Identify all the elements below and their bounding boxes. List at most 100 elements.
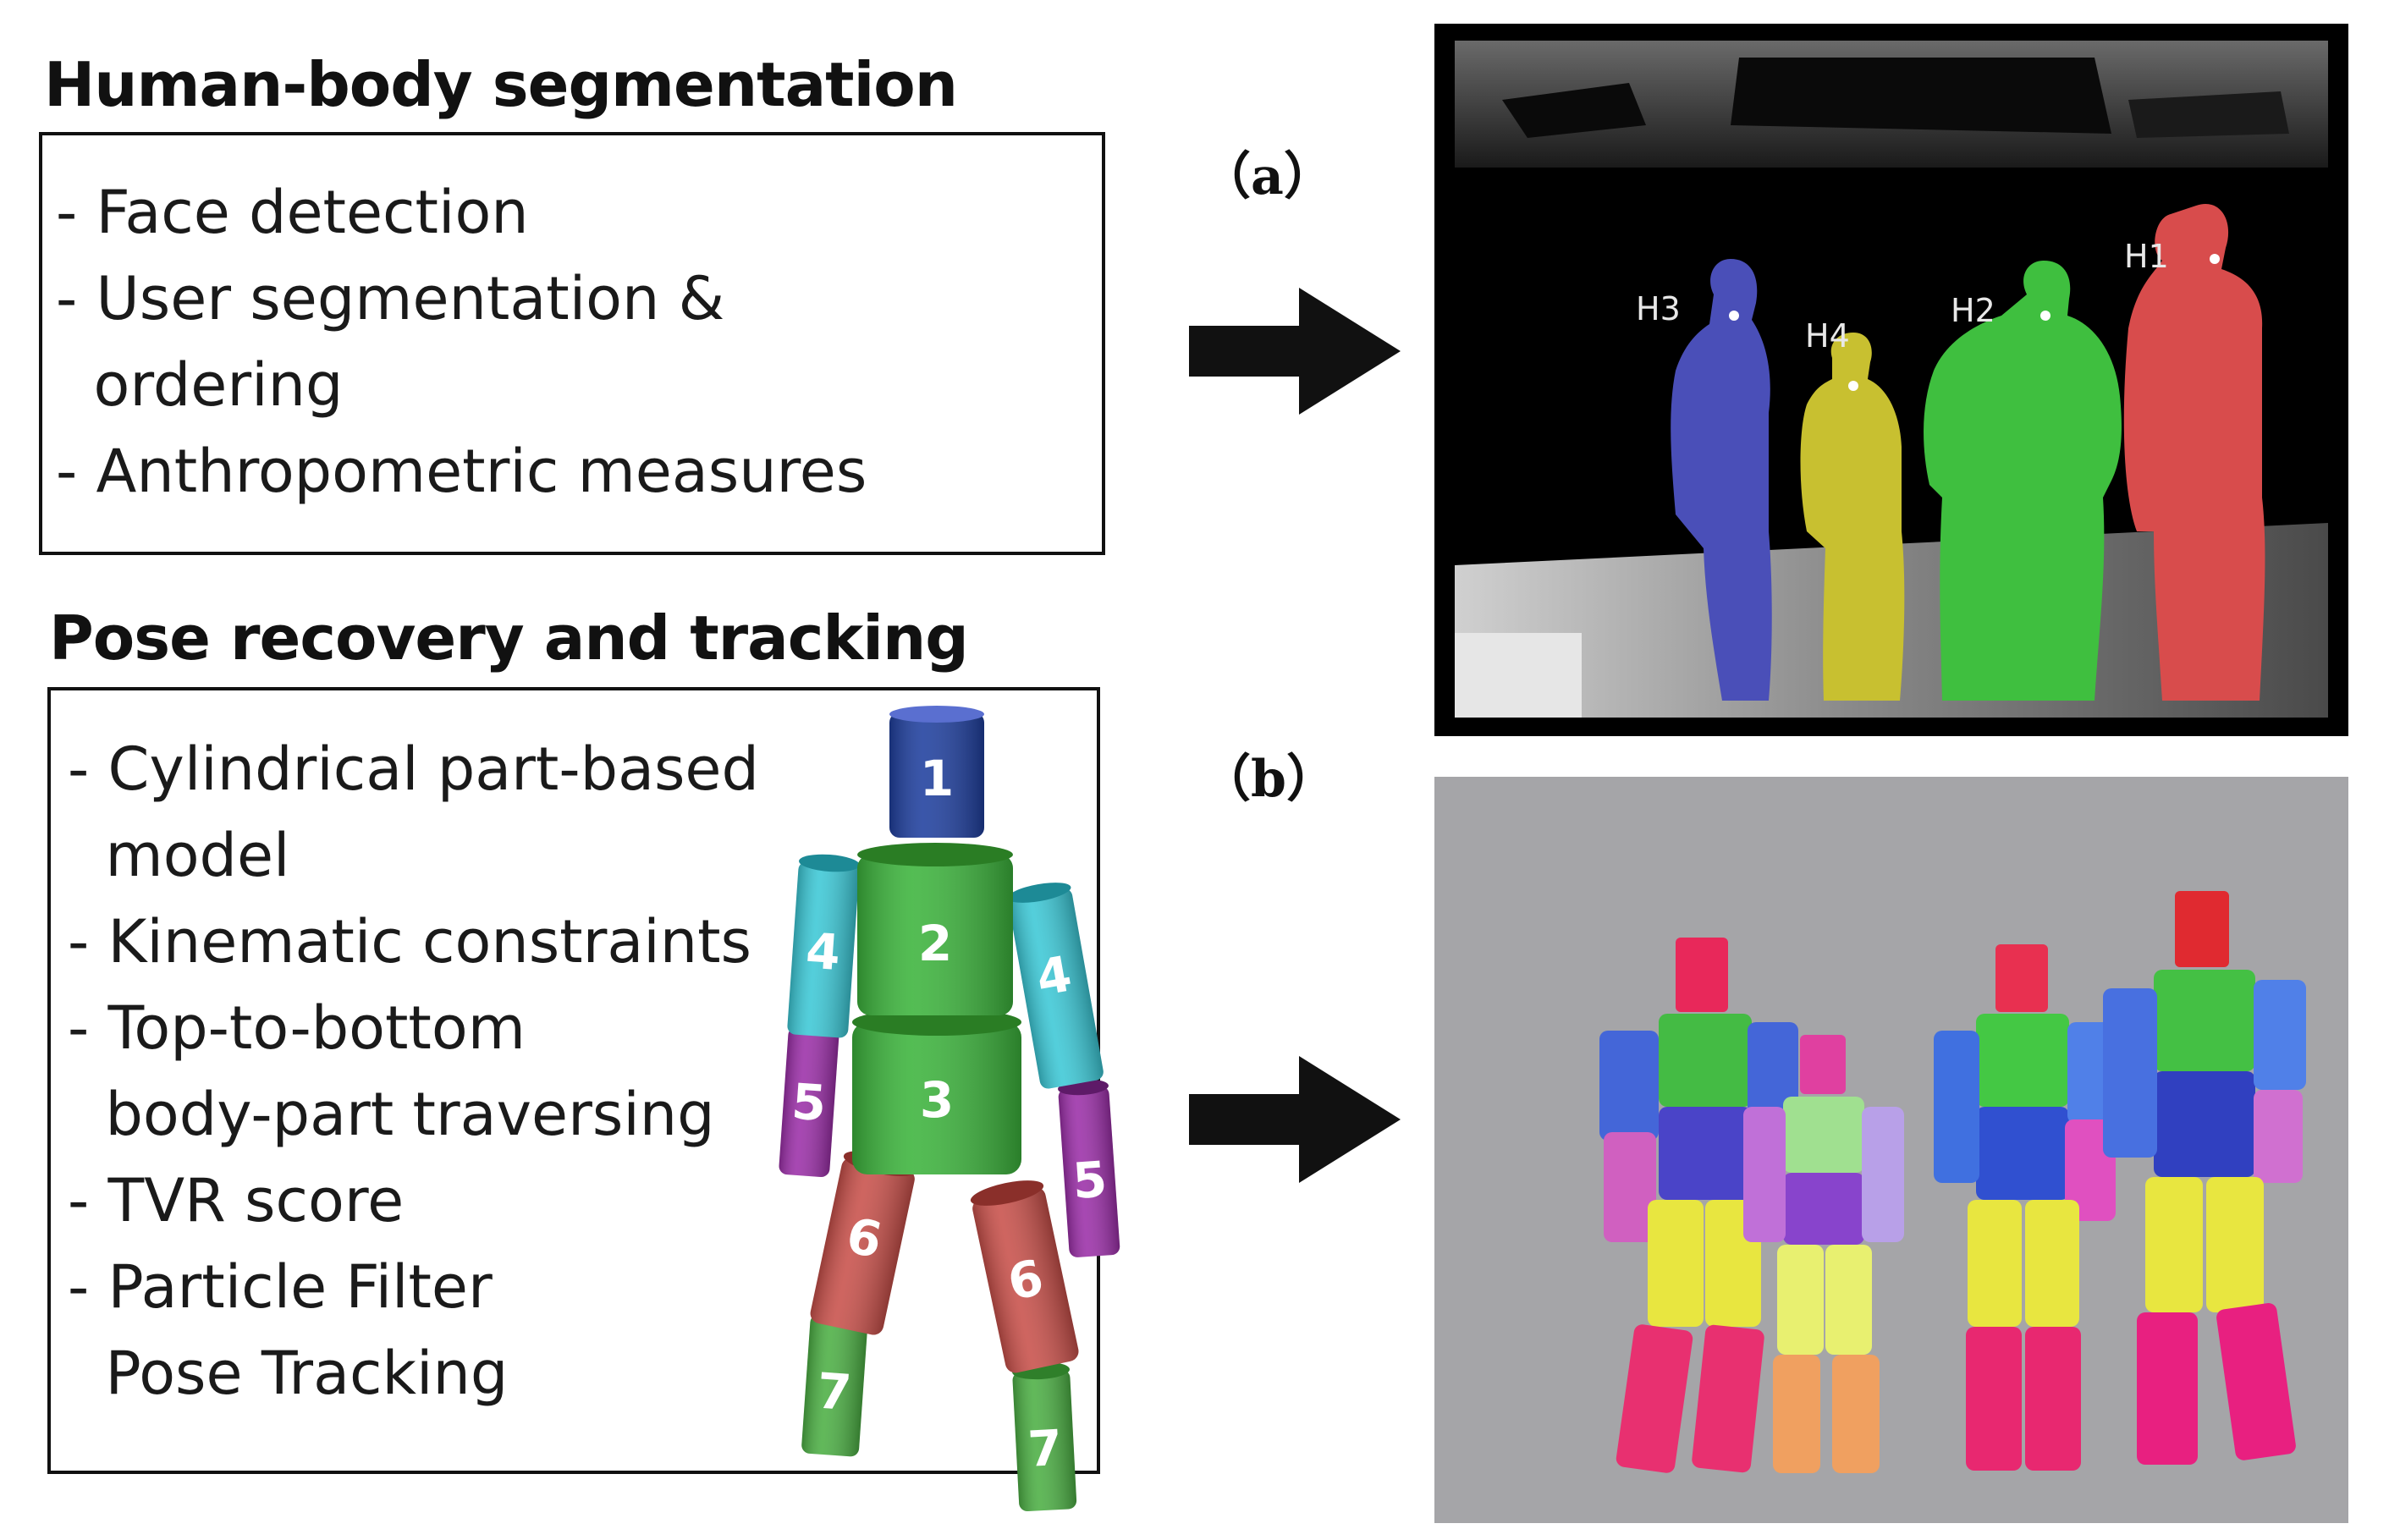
segmentation-item: - User segmentation &: [56, 264, 725, 333]
figure-head: [1676, 938, 1728, 1012]
body-part-thigh-left: 6: [810, 1151, 917, 1335]
part-shade: [810, 1158, 915, 1335]
ceiling-recess-right: [1731, 58, 2111, 134]
panel-a-depth-image: H1 H2 H3 H4: [1434, 24, 2348, 736]
figure-thigh-left: [1777, 1245, 1824, 1355]
part-label: 5: [1071, 1150, 1109, 1210]
figure-torso-lower: [1783, 1173, 1864, 1245]
figure-shin-left: [1966, 1327, 2022, 1471]
figure-head: [2175, 891, 2229, 967]
segmentation-item: - Face detection: [56, 178, 529, 247]
model-figure-4: [2103, 891, 2306, 1465]
body-part-torso-upper: 2: [857, 843, 1013, 1015]
part-label: 7: [815, 1361, 853, 1422]
figure-torso-upper: [1976, 1014, 2069, 1107]
head-marker-H2: [2040, 311, 2050, 321]
part-shade: [889, 712, 984, 838]
person-H4-label: H4: [1805, 317, 1850, 355]
body-part-head: 1: [889, 706, 984, 838]
part-cap: [1007, 883, 1071, 903]
pose-item: - Particle Filter: [68, 1252, 493, 1322]
body-part-forearm-left: 5: [779, 1020, 839, 1177]
body-part-upper-arm-left: 4: [787, 854, 860, 1038]
person-H3-label: H3: [1636, 290, 1681, 327]
pose-item: - Cylindrical part-based: [68, 734, 759, 804]
figure-thigh-right: [2206, 1177, 2264, 1312]
figure-head: [1995, 944, 2048, 1012]
figure-torso-lower: [1659, 1107, 1752, 1200]
segmentation-item: - Anthropometric measures: [56, 437, 867, 506]
part-shade: [857, 855, 1013, 1015]
part-shade: [972, 1187, 1079, 1373]
figure-arm-left: [2103, 988, 2157, 1158]
ceiling-detail: [2128, 91, 2289, 138]
segmentation-item: ordering: [56, 350, 344, 420]
part-cap: [889, 706, 984, 723]
person-H2-silhouette: [1924, 261, 2122, 701]
ceiling-recess-left: [1502, 83, 1646, 138]
arrow-to-panel-b: [1189, 1056, 1401, 1183]
figure-torso-upper: [2154, 970, 2255, 1071]
part-label: 5: [790, 1072, 828, 1132]
figure-head: [1800, 1035, 1846, 1094]
part-shade: [1012, 1369, 1077, 1512]
part-shade: [852, 1022, 1021, 1174]
head-marker-H1: [2210, 254, 2220, 264]
head-marker-H4: [1848, 381, 1858, 391]
pose-heading: Pose recovery and tracking: [49, 602, 969, 674]
pose-list: - Cylindrical part-based model - Kinemat…: [68, 726, 759, 1416]
arrow-to-panel-a: [1189, 288, 1401, 415]
figure-torso-lower: [1976, 1107, 2069, 1200]
figure-arm-right-upper: [2254, 980, 2306, 1090]
part-label: 3: [920, 1071, 954, 1129]
part-shade: [801, 1314, 868, 1457]
figure-torso-upper: [1783, 1097, 1864, 1173]
body-part-shin-right: 7: [1012, 1361, 1077, 1512]
part-label: 7: [1027, 1419, 1064, 1478]
figure-shin-right: [1832, 1355, 1880, 1473]
person-H1-label: H1: [2124, 238, 2169, 275]
segmentation-box: [39, 132, 1105, 555]
figure-shin-left: [1773, 1355, 1820, 1473]
segmentation-list: - Face detection - User segmentation & o…: [56, 169, 867, 514]
floor-corner: [1455, 633, 1582, 718]
figure-shin-right: [1692, 1324, 1764, 1473]
figure-shin-left: [2137, 1312, 2198, 1465]
figure-torso-lower: [2154, 1071, 2255, 1177]
model-figure-3: [1934, 944, 2117, 1471]
body-part-torso-lower: 3: [852, 1009, 1021, 1174]
pose-item: Pose Tracking: [68, 1339, 509, 1408]
part-label: 4: [804, 921, 842, 982]
figure-thigh-left: [2145, 1177, 2203, 1312]
part-shade: [1009, 888, 1104, 1089]
figure-thigh-right: [2025, 1200, 2079, 1327]
panel-b-label: （b）: [1200, 750, 1337, 809]
figure-thigh-left: [1968, 1200, 2022, 1327]
figure-thigh-right: [1825, 1245, 1872, 1355]
body-part-thigh-right: 6: [970, 1180, 1079, 1373]
pose-item: model: [68, 821, 290, 890]
figure-arm-left: [1743, 1107, 1786, 1242]
part-label: 1: [920, 750, 954, 807]
figure-arm-lower-left: [1604, 1132, 1656, 1242]
figure-thigh-left: [1648, 1200, 1704, 1327]
pose-item: body-part traversing: [68, 1080, 715, 1149]
part-cap: [970, 1180, 1044, 1206]
person-H1-silhouette: [2123, 204, 2265, 701]
figure-torso-upper: [1659, 1014, 1752, 1107]
part-shade: [779, 1026, 839, 1177]
segmentation-heading: Human-body segmentation: [44, 49, 958, 120]
part-shade: [787, 861, 860, 1038]
arrow-shape: [1189, 288, 1401, 415]
figure-shin-right: [2216, 1303, 2296, 1460]
person-H3-silhouette: [1671, 259, 1772, 701]
figure-shin-right: [2025, 1327, 2081, 1471]
figure-arm-left: [1934, 1031, 1979, 1183]
part-cap: [857, 843, 1013, 866]
figure-arm-upper-left: [1599, 1031, 1659, 1141]
pose-item: - Top-to-bottom: [68, 993, 526, 1063]
pose-item: - Kinematic constraints: [68, 907, 752, 976]
head-marker-H3: [1729, 311, 1739, 321]
panel-b-model-render: [1434, 777, 2348, 1523]
body-model: 7 7 6 6 5 5 4 4: [779, 706, 1120, 1512]
